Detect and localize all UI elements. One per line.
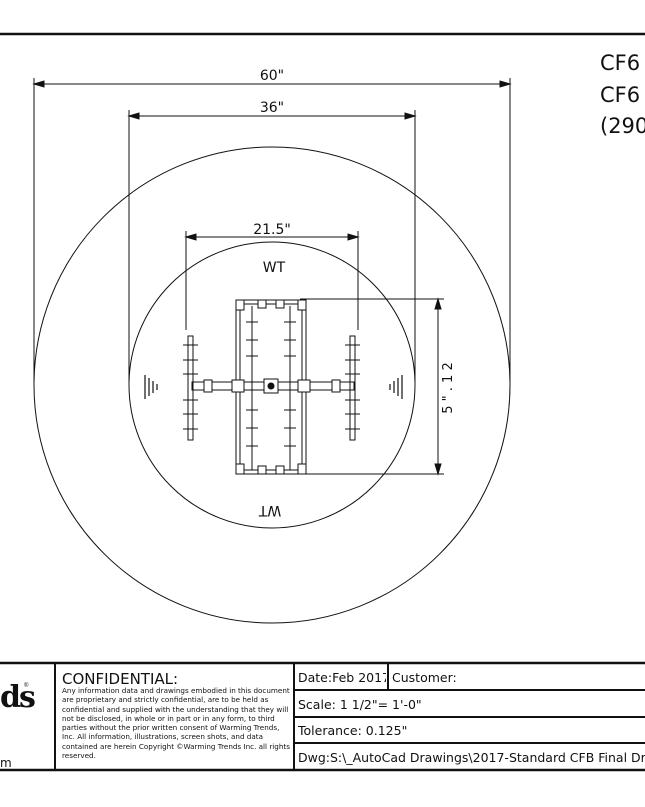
dim-length-label: 5 " . 1 2 — [441, 362, 456, 413]
dimension-60 — [32, 78, 512, 383]
drawing-title-line3: (290 — [600, 114, 645, 138]
tolerance-field: Tolerance: 0.125" — [298, 723, 408, 738]
drawing-title-line1: CF6 — [600, 51, 641, 75]
left-vent-icon — [144, 375, 158, 399]
dwg-path-field: Dwg:S:\_AutoCad Drawings\2017-Standard C… — [298, 750, 645, 765]
confidential-title: CONFIDENTIAL: — [62, 670, 179, 688]
dimension-length — [300, 297, 444, 476]
dimension-36 — [127, 110, 417, 383]
right-vent-icon — [389, 375, 403, 399]
company-url-fragment: m — [0, 756, 12, 770]
inner-circle-36 — [128, 241, 416, 529]
burner-assembly — [187, 299, 356, 475]
dim-36-label: 36" — [260, 100, 284, 116]
burner-ports — [183, 321, 360, 447]
drawing-title-line2: CF6 — [600, 83, 641, 107]
customer-field: Customer: — [392, 670, 457, 685]
wt-label-bottom: WT — [258, 502, 281, 518]
date-field: Date:Feb 2017 — [298, 670, 386, 685]
scale-field: Scale: 1 1/2"= 1'-0" — [298, 697, 422, 712]
outer-circle-60 — [33, 146, 511, 624]
dimension-21-5 — [184, 231, 360, 330]
dim-21-5-label: 21.5" — [253, 222, 291, 238]
company-logo: ds — [0, 680, 36, 715]
dim-60-label: 60" — [260, 68, 284, 84]
wt-label-top: WT — [263, 260, 286, 276]
registered-mark: ® — [24, 683, 29, 689]
confidential-body: Any information data and drawings embodi… — [62, 686, 290, 761]
